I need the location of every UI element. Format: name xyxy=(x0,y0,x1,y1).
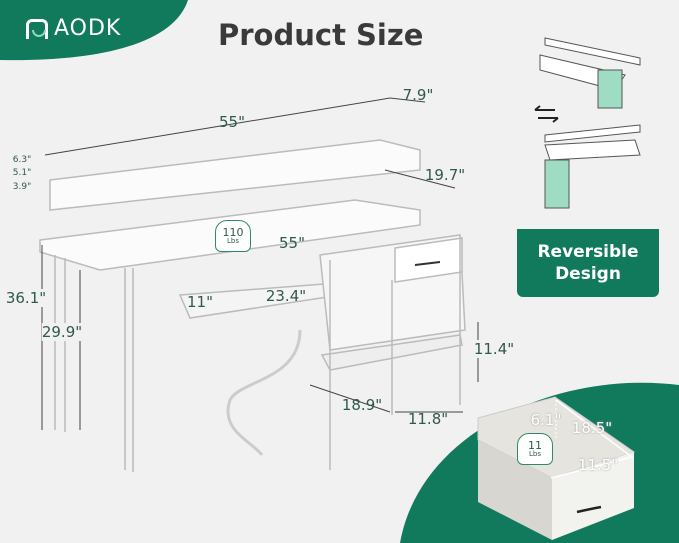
drawer-length: 18.5" xyxy=(571,419,613,437)
house-smile-icon xyxy=(26,18,48,39)
reversible-design-banner: Reversible Design xyxy=(517,229,659,297)
drawer-load-badge: 11 Lbs xyxy=(517,433,553,465)
reversible-line-1: Reversible xyxy=(537,242,639,262)
desk-load-value: 110 xyxy=(222,226,244,239)
dim-riser-3: 3.9" xyxy=(12,182,32,192)
reversible-illustration xyxy=(534,37,641,209)
dim-desk-depth: 19.7" xyxy=(424,166,466,184)
dim-riser-1: 6.3" xyxy=(12,155,32,165)
logo-text: AODK xyxy=(54,16,122,41)
dim-top-width: 55" xyxy=(219,113,245,131)
desk-load-unit: Lbs xyxy=(227,237,239,245)
dim-shelf-depth: 7.9" xyxy=(402,86,434,104)
dim-shelf-height: 11.4" xyxy=(473,340,515,358)
dim-riser-2: 5.1" xyxy=(12,168,32,178)
dim-desk-width: 55" xyxy=(279,234,305,252)
dim-desk-height: 29.9" xyxy=(41,323,83,341)
dim-shelf-unit-width: 11.8" xyxy=(407,410,449,428)
drawer-load-value: 11 xyxy=(528,439,542,452)
reversible-line-2: Design xyxy=(555,264,621,284)
dim-tray-width: 23.4" xyxy=(265,287,307,305)
green-blob-top xyxy=(0,0,188,61)
dim-tray-depth: 11" xyxy=(187,293,213,311)
page-title: Product Size xyxy=(218,18,424,52)
drawer-load-unit: Lbs xyxy=(529,450,541,458)
drawer-height: 6.1" xyxy=(530,411,562,429)
drawer-width: 11.5" xyxy=(577,456,619,474)
dim-shelf-unit-depth: 18.9" xyxy=(341,396,383,414)
brand-logo: AODK xyxy=(26,16,121,41)
dim-total-height: 36.1" xyxy=(5,289,47,307)
desk xyxy=(39,139,466,472)
desk-load-badge: 110 Lbs xyxy=(215,220,251,252)
